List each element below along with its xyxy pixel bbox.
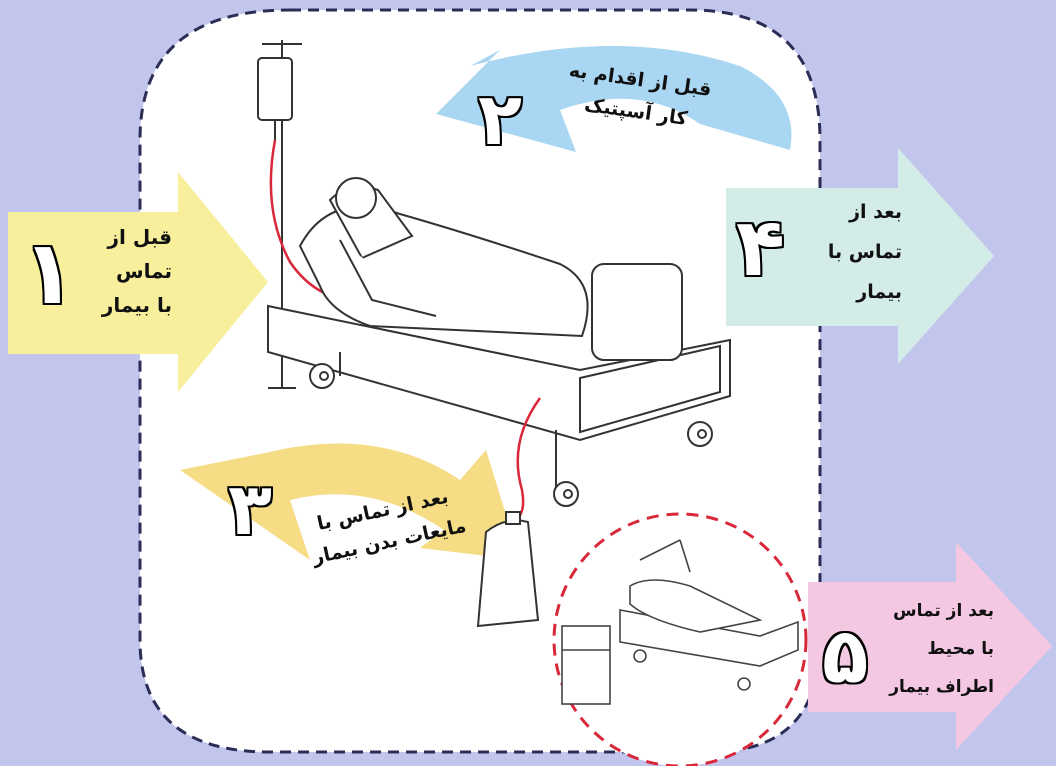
moment-5-line-1: بعد از تماس [880,592,994,630]
moment-4-line-2: تماس با [806,232,902,272]
moment-5-number: ۵ [822,608,868,704]
moment-1-line-1: قبل از [74,220,172,254]
moment-5-label: بعد از تماس با محیط اطراف بیمار [880,592,994,706]
moment-4-line-3: بیمار [806,272,902,312]
moment-5-line-3: اطراف بیمار [880,668,994,706]
moment-1-line-3: با بیمار [74,288,172,322]
moment-2-number: ۲ [478,74,522,164]
moment-4-line-1: بعد از [806,192,902,232]
moment-4-label: بعد از تماس با بیمار [806,192,902,312]
moment-1-label: قبل از تماس با بیمار [74,220,172,322]
moment-1-line-2: تماس [74,254,172,288]
moment-5-line-2: با محیط [880,630,994,668]
bedside-cabinet-icon [562,626,610,704]
moment-4-number: ۴ [736,198,785,298]
moment-1-number: ۱ [22,218,76,328]
moment-3-number: ۳ [228,464,272,554]
